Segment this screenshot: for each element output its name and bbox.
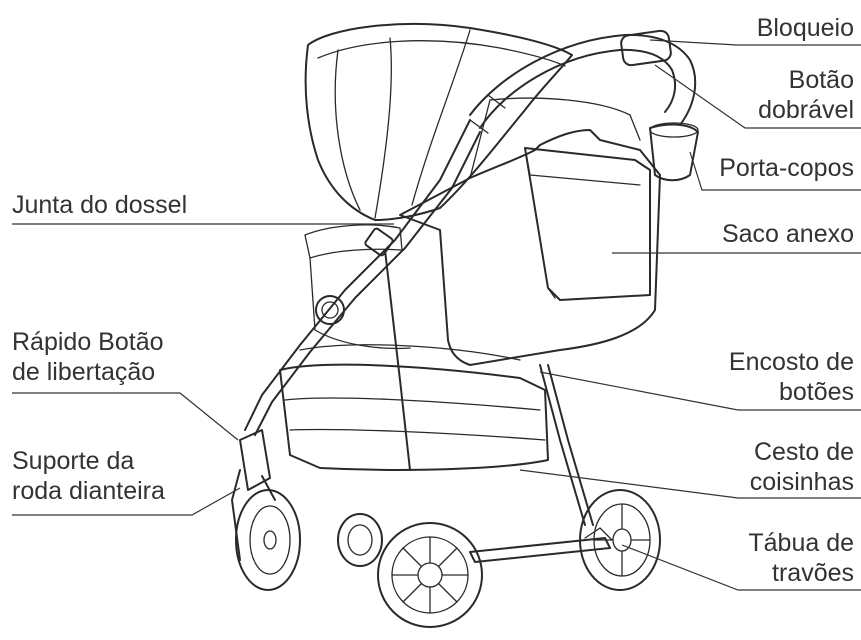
label-botao-dobravel-line2: dobrável — [758, 95, 854, 125]
label-encosto-botoes-line2: botões — [729, 377, 854, 407]
leader-lines — [12, 40, 861, 590]
label-rapido-botao: Rápido Botão de libertação — [12, 327, 164, 387]
label-suporte-roda: Suporte da roda dianteira — [12, 446, 165, 506]
label-suporte-roda-line2: roda dianteira — [12, 476, 165, 506]
label-porta-copos: Porta-copos — [719, 153, 854, 183]
handlebar — [470, 30, 695, 133]
small-wheel — [338, 514, 382, 566]
label-rapido-botao-line2: de libertação — [12, 357, 164, 387]
label-junta-dossel: Junta do dossel — [12, 190, 187, 220]
label-suporte-roda-line1: Suporte da — [12, 446, 165, 476]
label-cesto-coisinhas-line2: coisinhas — [750, 467, 854, 497]
rear-wheel-front — [378, 523, 482, 627]
label-saco-anexo-text: Saco anexo — [722, 220, 854, 248]
seat-body — [305, 98, 660, 365]
label-botao-dobravel: Botão dobrável — [758, 65, 854, 125]
label-junta-dossel-text: Junta do dossel — [12, 191, 187, 219]
label-encosto-botoes-line1: Encosto de — [729, 347, 854, 377]
label-encosto-botoes: Encosto de botões — [729, 347, 854, 407]
label-saco-anexo: Saco anexo — [722, 219, 854, 249]
label-rapido-botao-line1: Rápido Botão — [12, 327, 164, 357]
label-porta-copos-text: Porta-copos — [719, 154, 854, 182]
attachment-bag — [525, 148, 650, 300]
label-cesto-coisinhas-line1: Cesto de — [750, 437, 854, 467]
brake-bar — [470, 528, 612, 562]
label-tabua-travoes: Tábua de travões — [748, 528, 854, 588]
label-tabua-travoes-line1: Tábua de — [748, 528, 854, 558]
label-tabua-travoes-line2: travões — [748, 558, 854, 588]
label-botao-dobravel-line1: Botão — [758, 65, 854, 95]
label-bloqueio-text: Bloqueio — [757, 14, 854, 42]
label-cesto-coisinhas: Cesto de coisinhas — [750, 437, 854, 497]
storage-basket — [280, 345, 548, 470]
label-bloqueio: Bloqueio — [757, 13, 854, 43]
